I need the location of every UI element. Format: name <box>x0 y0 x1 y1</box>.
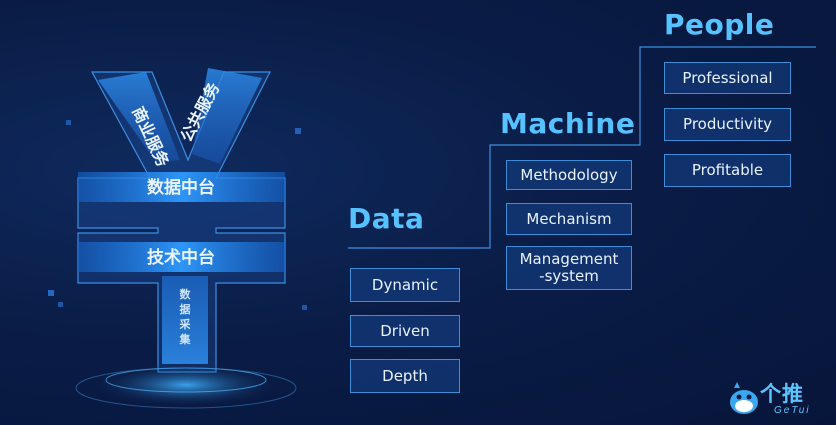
people-item-professional: Professional <box>664 62 791 94</box>
deco-square <box>58 302 63 307</box>
data-item-dynamic: Dynamic <box>350 268 460 302</box>
yen-symbol-graphic: 商业服务 公共服务 数据中台 技术中台 数据采集 <box>48 68 307 409</box>
management-system-label: Management-system <box>520 251 619 285</box>
people-item-productivity: Productivity <box>664 108 791 141</box>
deco-square <box>302 305 307 310</box>
bottom-bar <box>78 242 285 272</box>
stem-char: 数 <box>180 287 192 301</box>
right-arm <box>192 68 262 164</box>
step-line <box>348 46 816 249</box>
glow-base <box>91 363 281 407</box>
data-item-depth: Depth <box>350 359 460 393</box>
getui-logo-icon <box>730 382 758 414</box>
glow-ring-outer <box>75 367 297 409</box>
left-arm <box>98 72 180 162</box>
top-bar <box>78 172 285 202</box>
tier-title-data: Data <box>348 202 425 235</box>
brand-subtitle: GeTui <box>774 405 811 416</box>
top-bar-label: 数据中台 <box>147 177 215 198</box>
machine-item-management-system: Management-system <box>506 246 632 290</box>
stem-char: 据 <box>180 302 191 316</box>
stem-label: 数据采集 <box>179 287 192 346</box>
stem-char: 集 <box>179 332 192 346</box>
brand-name: 个推 <box>760 383 804 406</box>
data-item-driven: Driven <box>350 315 460 347</box>
machine-item-methodology: Methodology <box>506 160 632 190</box>
stem-char: 采 <box>179 317 192 331</box>
machine-item-mechanism: Mechanism <box>506 203 632 235</box>
tier-title-people: People <box>664 8 775 41</box>
bottom-bar-label: 技术中台 <box>147 247 215 268</box>
label-line: Management <box>519 250 619 268</box>
tier-title-machine: Machine <box>500 107 636 140</box>
deco-square <box>295 128 301 134</box>
label-line: -system <box>539 267 599 285</box>
stem <box>162 276 208 364</box>
deco-square <box>66 120 71 125</box>
yen-outline <box>77 71 286 373</box>
people-item-profitable: Profitable <box>664 154 791 187</box>
deco-square <box>48 290 54 296</box>
